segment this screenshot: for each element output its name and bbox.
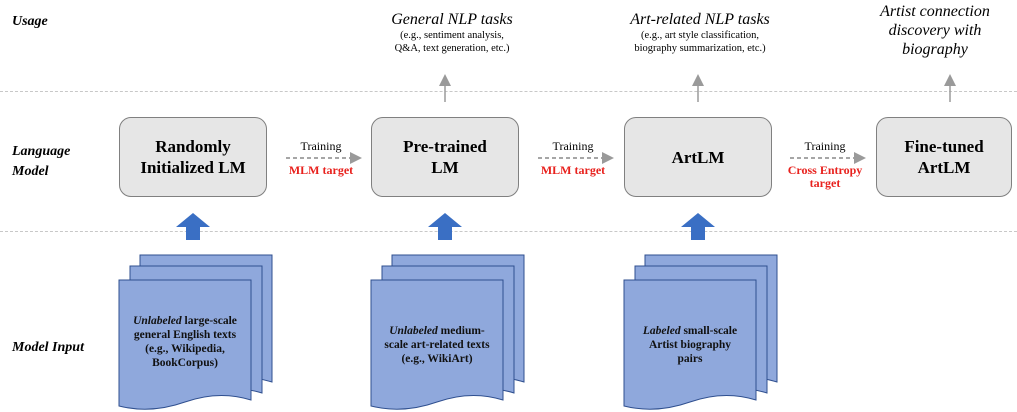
lm-box-artlm: ArtLM — [624, 117, 772, 197]
input-text-3: Labeled small-scale Artist biography pai… — [624, 324, 756, 366]
separator-usage — [0, 91, 1017, 92]
input-text-1: Unlabeled large-scale general English te… — [119, 314, 251, 370]
doc-stack-1 — [118, 254, 273, 410]
input-description: small-scale Artist biography pairs — [648, 325, 738, 365]
doc-stack-3 — [623, 254, 778, 410]
lm-box-random: Randomly Initialized LM — [119, 117, 267, 197]
target-label-3: Cross Entropy target — [787, 163, 863, 190]
usage-art-nlp: Art-related NLP tasks (e.g., art style c… — [605, 10, 795, 55]
row-label-usage: Usage — [12, 14, 48, 29]
usage-examples: (e.g., sentiment analysis, Q&A, text gen… — [394, 30, 510, 54]
lm-name: Fine-tuned ArtLM — [904, 137, 984, 177]
lm-name: Pre-trained LM — [403, 137, 487, 177]
lm-box-pretrained: Pre-trained LM — [371, 117, 519, 197]
input-emphasis: Unlabeled — [133, 315, 182, 327]
usage-general-nlp: General NLP tasks (e.g., sentiment analy… — [367, 10, 537, 55]
input-description: medium- scale art-related texts (e.g., W… — [384, 325, 490, 365]
usage-title: General NLP tasks — [391, 11, 513, 28]
lm-box-finetuned: Fine-tuned ArtLM — [876, 117, 1012, 197]
training-label-3: Training — [804, 139, 846, 153]
usage-title: Art-related NLP tasks — [630, 11, 770, 28]
lm-name: ArtLM — [671, 147, 725, 167]
target-label-2: MLM target — [540, 163, 606, 177]
input-emphasis: Unlabeled — [389, 325, 438, 337]
input-emphasis: Labeled — [642, 325, 681, 337]
usage-title: Artist connection discovery with biograp… — [880, 3, 990, 58]
input-text-2: Unlabeled medium- scale art-related text… — [371, 324, 503, 366]
input-arrow-1 — [176, 213, 210, 240]
training-label-1: Training — [300, 139, 342, 153]
training-label-2: Training — [552, 139, 594, 153]
input-arrow-3 — [681, 213, 715, 240]
usage-artist-connection: Artist connection discovery with biograp… — [865, 2, 1005, 59]
row-label-model-input: Model Input — [12, 340, 84, 355]
doc-stack-2 — [370, 254, 525, 410]
lm-name: Randomly Initialized LM — [140, 137, 246, 177]
input-description: large-scale general English texts (e.g.,… — [133, 315, 237, 369]
row-label-language-model: Language Model — [12, 144, 71, 179]
usage-examples: (e.g., art style classification, biograp… — [634, 30, 766, 54]
input-arrow-2 — [428, 213, 462, 240]
target-label-1: MLM target — [288, 163, 354, 177]
separator-input — [0, 231, 1017, 232]
